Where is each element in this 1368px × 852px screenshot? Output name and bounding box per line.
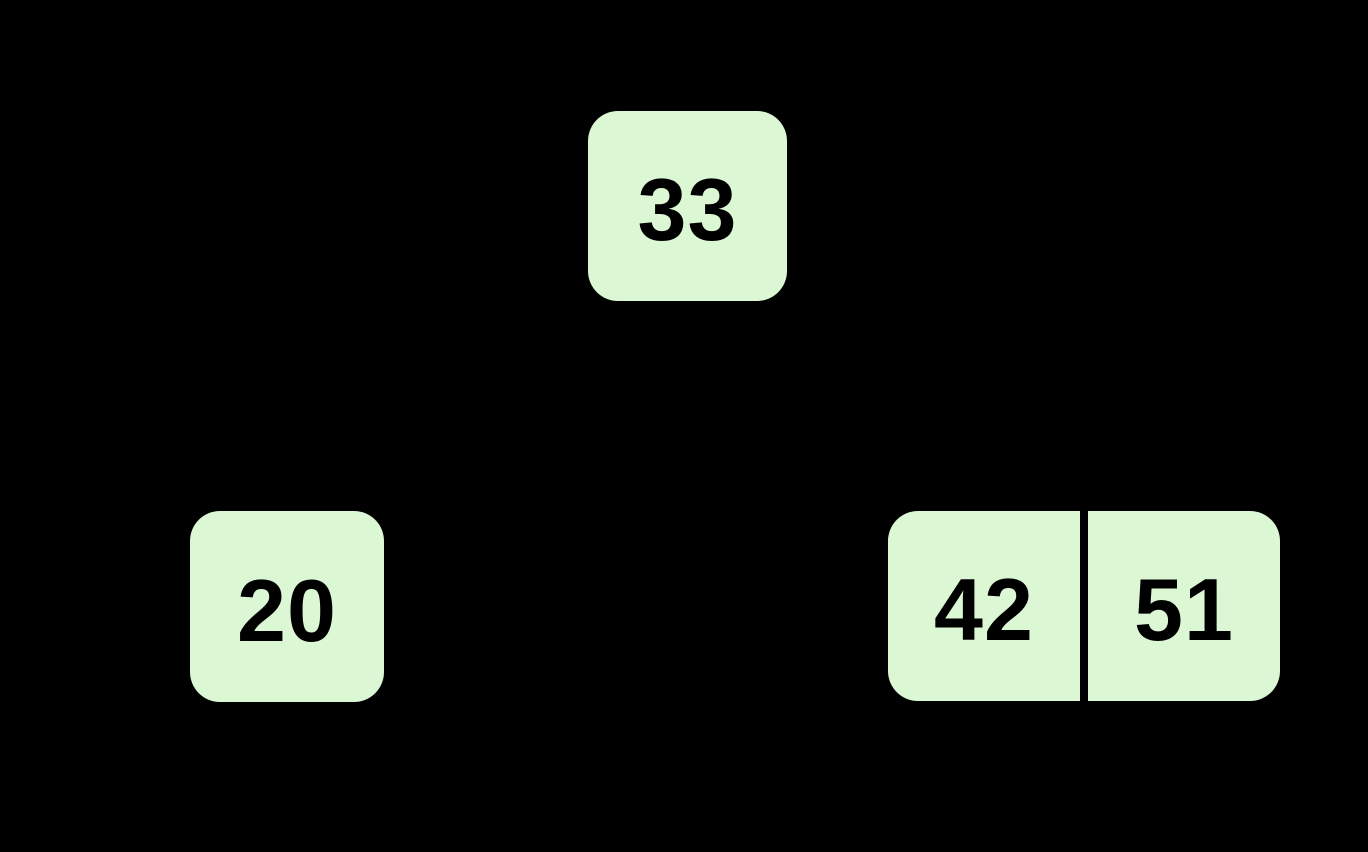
node-key: 20 [237,560,337,660]
tree-node-root: 33 [588,111,787,301]
node-key: 42 [934,560,1034,659]
tree-node-right-child: 42 51 [888,511,1280,701]
node-key: 33 [637,160,738,259]
tree-node-left-child: 20 [190,511,384,702]
node-key-divider [1080,511,1088,701]
node-key: 51 [1134,560,1234,659]
